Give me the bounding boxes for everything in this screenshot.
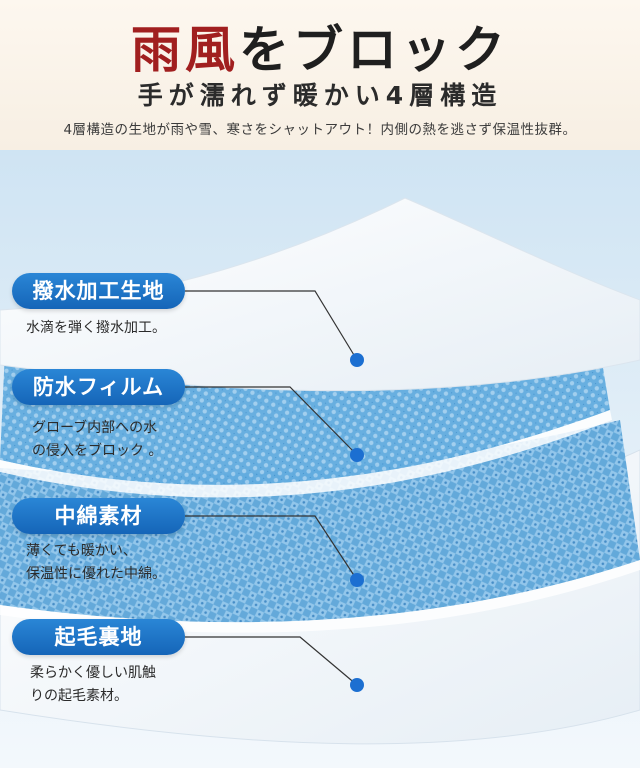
- layer-note-1-line-1: 水滴を弾く撥水加工。: [26, 320, 166, 336]
- description: 4層構造の生地が雨や雪、寒さをシャットアウト！内側の熱を逃さず保温性抜群。: [63, 122, 577, 138]
- page-title: 雨風をブロック: [0, 10, 640, 82]
- outer-fabric-layer: [0, 197, 640, 392]
- subtitle: 手が濡れず暖かい4層構造: [137, 81, 503, 110]
- membrane-layer-edge: [0, 410, 612, 498]
- layer-note-4: 柔らかく優しい肌触 りの起毛素材。: [30, 662, 156, 708]
- pointer-dot-1: [350, 353, 364, 367]
- layer-note-4-line-1: 柔らかく優しい肌触: [30, 665, 156, 681]
- layer-label-3: 中綿素材: [12, 498, 185, 534]
- layer-note-2-line-2: の侵入をブロック 。: [32, 443, 163, 459]
- layer-note-1: 水滴を弾く撥水加工。: [26, 317, 166, 340]
- leader-line-4: [185, 636, 358, 686]
- layer-illustration: 撥水加工生地 水滴を弾く撥水加工。 防水フィルム グローブ内部への水 の侵入をブ…: [0, 150, 640, 768]
- pointer-dot-4: [350, 678, 364, 692]
- layer-note-2-line-1: グローブ内部への水: [32, 420, 158, 436]
- header: 雨風をブロック 手が濡れず暖かい4層構造 4層構造の生地が雨や雪、寒さをシャット…: [0, 0, 640, 150]
- pointer-dot-3: [350, 573, 364, 587]
- layer-label-1: 撥水加工生地: [12, 273, 185, 309]
- layer-note-3: 薄くても暖かい、 保温性に優れた中綿。: [26, 540, 166, 586]
- layer-label-4: 起毛裏地: [12, 619, 185, 655]
- title-rest: をブロック: [239, 20, 509, 79]
- leader-line-3: [185, 515, 358, 581]
- pointer-dot-2: [350, 448, 364, 462]
- layer-label-2: 防水フィルム: [12, 369, 185, 405]
- title-accent: 雨風: [131, 20, 239, 79]
- layer-note-4-line-2: りの起毛素材。: [30, 688, 128, 704]
- padding-layer: [0, 420, 640, 623]
- padding-layer-edge: [0, 560, 640, 633]
- layers-graphic: [0, 150, 640, 768]
- layer-note-2: グローブ内部への水 の侵入をブロック 。: [32, 417, 162, 463]
- leader-line-2: [185, 386, 358, 456]
- layer-note-3-line-1: 薄くても暖かい、: [26, 543, 137, 559]
- layer-note-3-line-2: 保温性に優れた中綿。: [26, 566, 166, 582]
- leader-line-1: [185, 290, 358, 361]
